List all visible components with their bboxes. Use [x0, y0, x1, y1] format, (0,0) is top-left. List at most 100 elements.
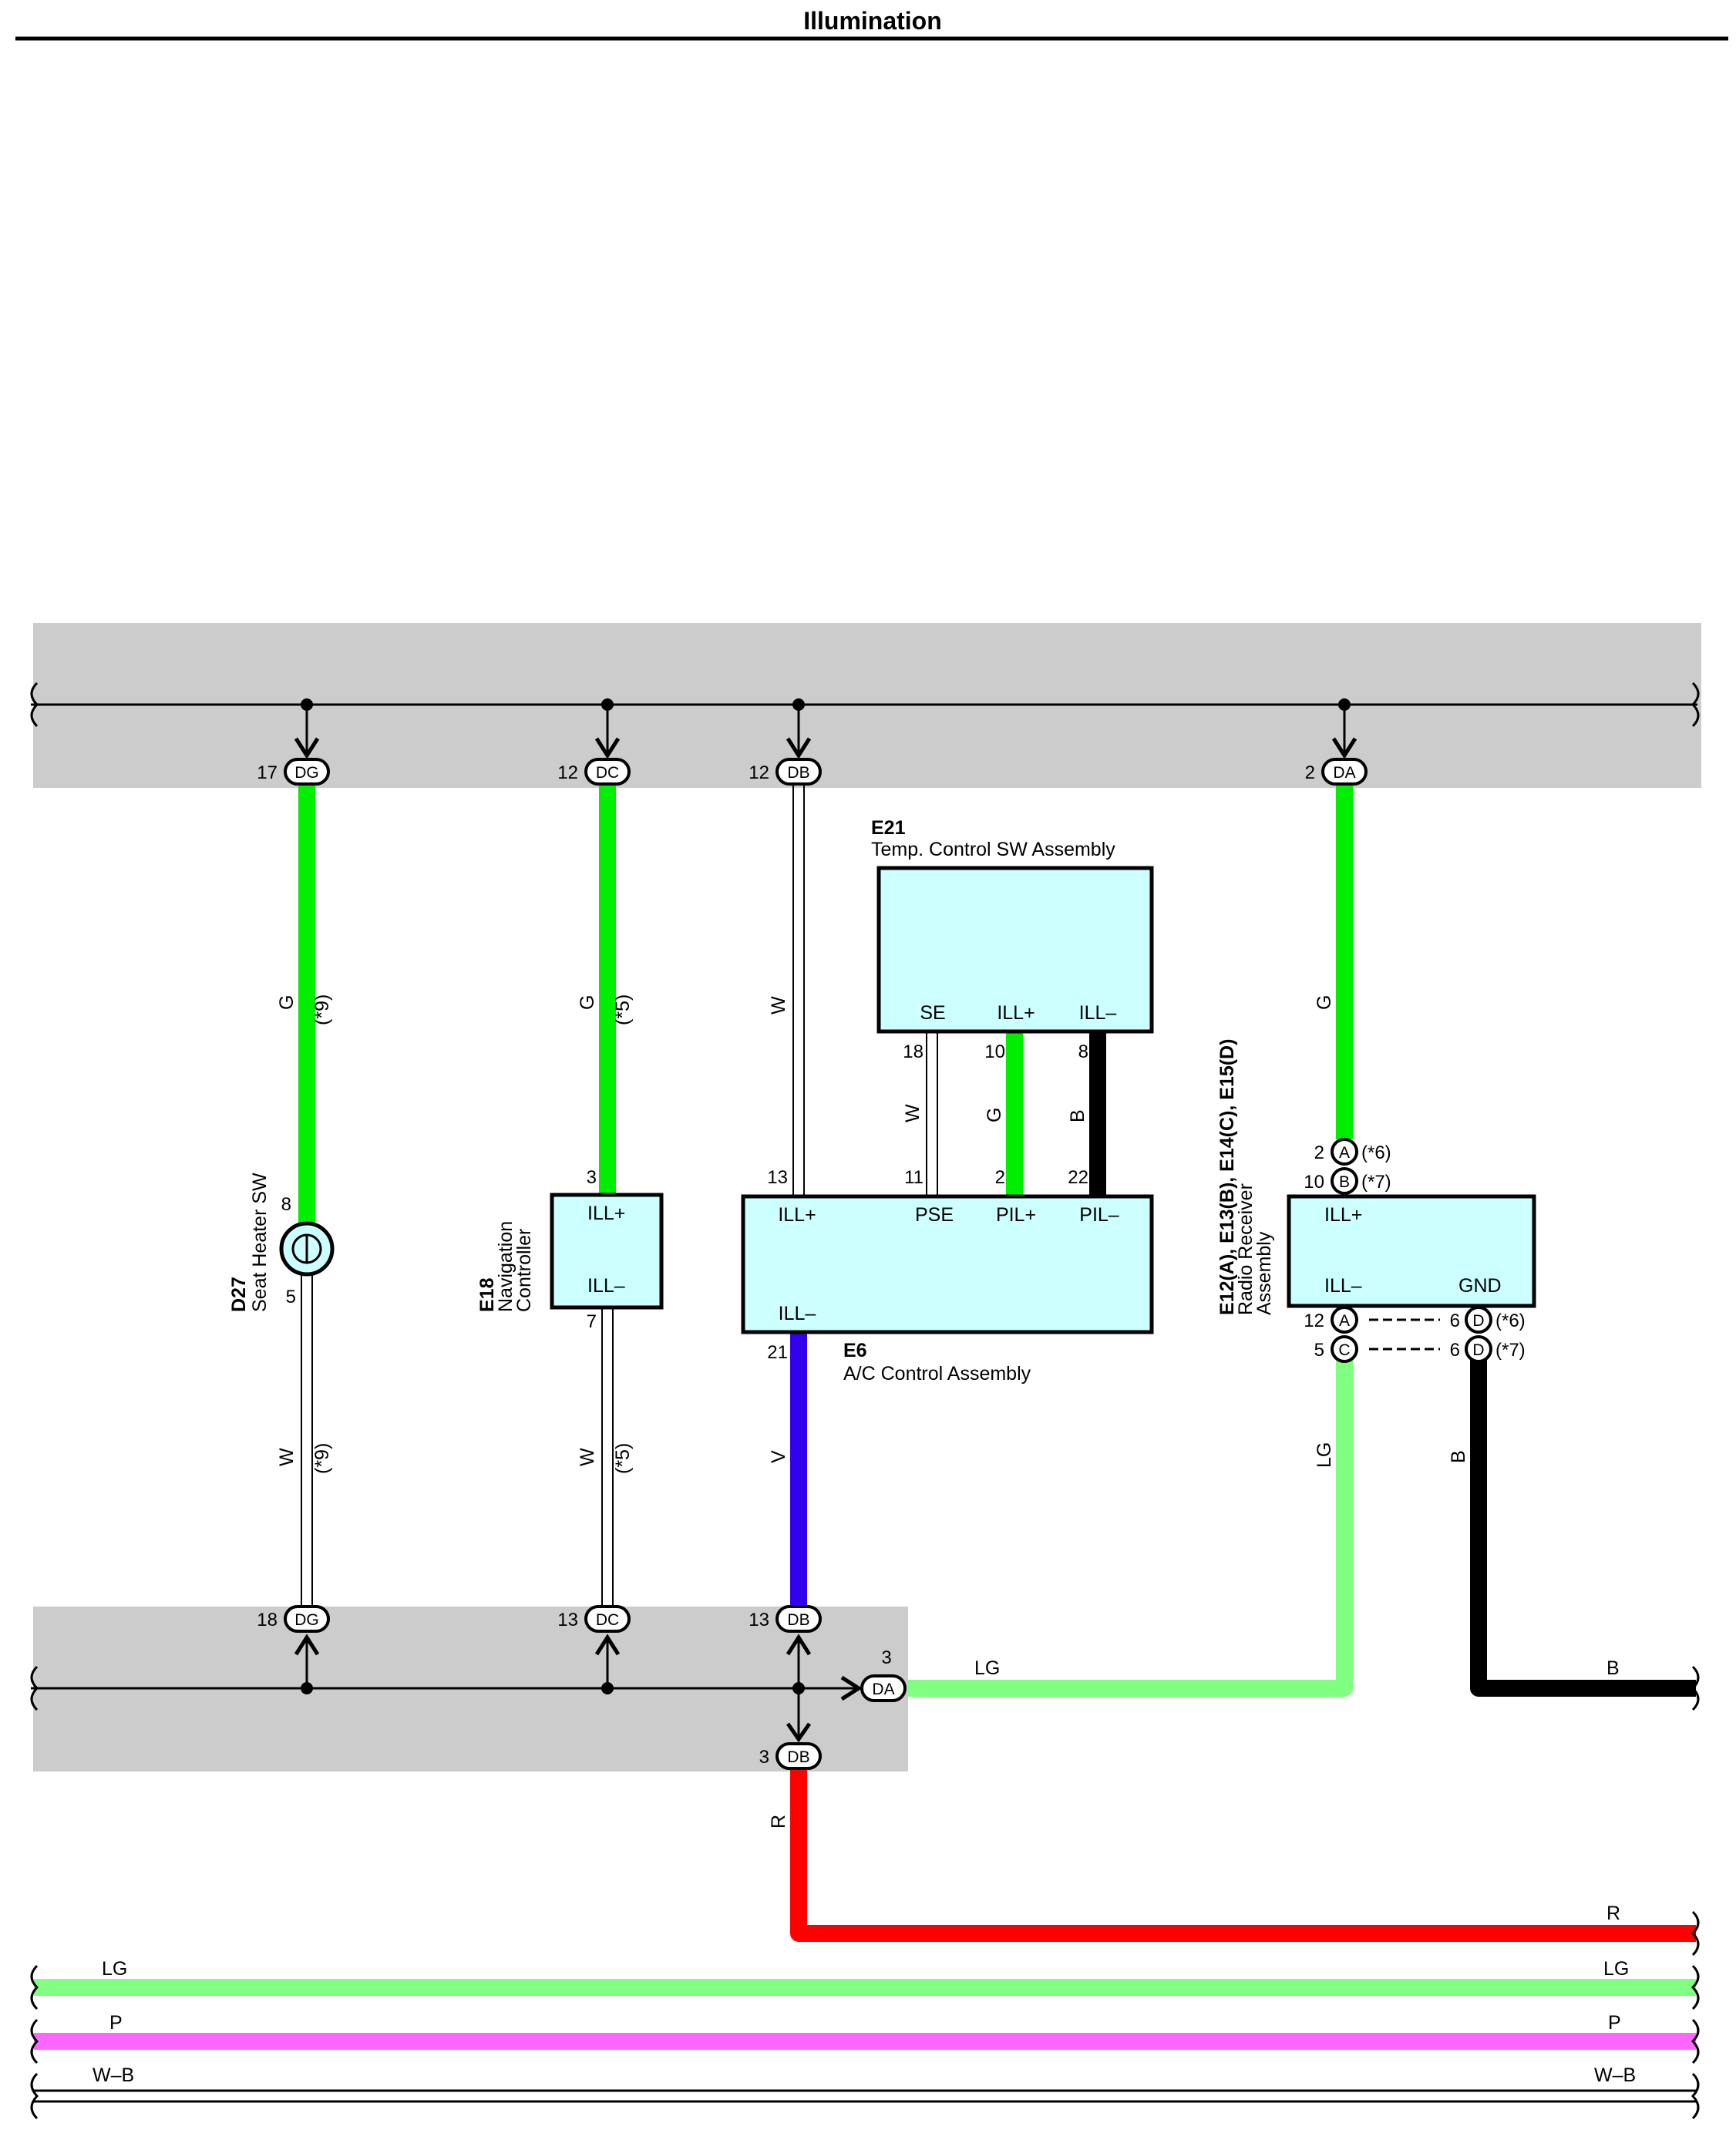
e21-temp-control-sw-assembly: E21 Temp. Control SW Assembly SE ILL+ IL…	[871, 817, 1154, 1062]
svg-text:W–B: W–B	[1594, 2064, 1636, 2086]
svg-text:W: W	[902, 1104, 924, 1122]
svg-text:Controller: Controller	[513, 1229, 535, 1312]
svg-text:ILL+: ILL+	[587, 1203, 625, 1224]
svg-text:ILL–: ILL–	[779, 1303, 816, 1324]
svg-text:12: 12	[1304, 1311, 1324, 1331]
svg-text:10: 10	[984, 1041, 1005, 1062]
svg-text:D: D	[1472, 1312, 1484, 1330]
svg-text:B: B	[1448, 1450, 1469, 1463]
svg-text:Seat Heater SW: Seat Heater SW	[249, 1173, 271, 1312]
svg-text:E18: E18	[476, 1277, 498, 1312]
svg-text:ILL+: ILL+	[1324, 1204, 1362, 1226]
svg-text:Radio Receiver: Radio Receiver	[1235, 1183, 1257, 1315]
svg-text:G: G	[577, 995, 598, 1010]
svg-text:LG: LG	[1603, 1958, 1629, 1980]
svg-text:R: R	[768, 1815, 789, 1829]
wire-radio-lightgreen	[908, 1358, 1353, 1697]
top-taps	[294, 698, 1358, 759]
svg-text:3: 3	[587, 1167, 597, 1188]
diagram-title: Illumination	[803, 7, 942, 35]
connector-bottom-da: DA 3	[860, 1647, 907, 1702]
svg-text:6: 6	[1450, 1311, 1460, 1331]
svg-text:3: 3	[881, 1647, 891, 1668]
svg-text:E6: E6	[843, 1340, 867, 1361]
svg-text:ILL–: ILL–	[1079, 1002, 1117, 1024]
svg-text:7: 7	[587, 1311, 597, 1332]
wire-db-white	[792, 786, 805, 1195]
svg-text:PSE: PSE	[915, 1204, 954, 1226]
svg-text:DB: DB	[787, 1748, 809, 1766]
svg-text:Navigation: Navigation	[495, 1221, 516, 1312]
svg-text:(*5): (*5)	[612, 1443, 634, 1474]
connector-top-dc: DC 12	[557, 758, 631, 786]
svg-text:DA: DA	[872, 1681, 894, 1698]
svg-text:DG: DG	[294, 1611, 319, 1629]
svg-text:LG: LG	[1314, 1442, 1335, 1468]
red-break	[1691, 1910, 1700, 1957]
svg-text:E21: E21	[871, 817, 906, 839]
svg-text:B: B	[1339, 1173, 1350, 1191]
connector-bottom-dg: DG 18	[257, 1605, 330, 1633]
svg-text:18: 18	[903, 1041, 924, 1062]
svg-text:D27: D27	[228, 1277, 250, 1312]
e6-ac-control-assembly: ILL+ PSE PIL+ PIL– ILL– 13 11 2 22 21 E6…	[741, 1167, 1154, 1385]
svg-text:DC: DC	[596, 1611, 619, 1629]
d27-seat-heater-sw: 8 5 D27 Seat Heater SW	[228, 1173, 335, 1312]
svg-text:17: 17	[257, 762, 278, 783]
wire-dg-white	[301, 1272, 313, 1613]
svg-text:(*7): (*7)	[1495, 1340, 1526, 1361]
top-bus-right-break	[1691, 681, 1700, 728]
svg-text:D: D	[1472, 1341, 1484, 1359]
connector-bottom-db: DB 13	[749, 1605, 822, 1633]
svg-text:W: W	[577, 1448, 598, 1466]
svg-text:(*9): (*9)	[311, 1443, 333, 1474]
svg-text:(*5): (*5)	[612, 994, 634, 1025]
svg-text:Temp. Control SW Assembly: Temp. Control SW Assembly	[871, 839, 1115, 860]
svg-text:LG: LG	[102, 1958, 127, 1980]
wire-dc-white	[601, 1307, 614, 1613]
svg-text:12: 12	[749, 762, 769, 783]
svg-text:A/C Control Assembly: A/C Control Assembly	[843, 1363, 1031, 1385]
svg-text:ILL+: ILL+	[778, 1204, 816, 1226]
svg-text:5: 5	[1314, 1340, 1324, 1361]
svg-text:2: 2	[1305, 762, 1315, 783]
svg-text:8: 8	[1078, 1041, 1088, 1062]
svg-text:B: B	[1067, 1109, 1088, 1122]
svg-text:12: 12	[557, 762, 578, 783]
bus-line-w-b: W–B W–B	[30, 2064, 1700, 2120]
svg-text:8: 8	[281, 1194, 291, 1215]
svg-text:2: 2	[995, 1167, 1005, 1188]
connector-top-dg: DG 17	[257, 758, 330, 786]
svg-text:B: B	[1606, 1657, 1620, 1679]
svg-text:GND: GND	[1458, 1275, 1502, 1297]
svg-text:LG: LG	[974, 1657, 1000, 1679]
svg-text:3: 3	[759, 1747, 769, 1768]
bus-line-p: P P	[30, 2012, 1700, 2064]
wire-gnd-black	[1470, 1358, 1696, 1697]
svg-text:C: C	[1338, 1341, 1350, 1359]
svg-text:R: R	[1606, 1903, 1620, 1924]
radio-receiver-assembly: ILL+ ILL– GND E12(A), E13(B), E14(C), E1…	[1216, 1039, 1536, 1363]
svg-text:DB: DB	[787, 1611, 809, 1629]
svg-text:G: G	[984, 1108, 1005, 1122]
connector-top-db: DB 12	[749, 758, 822, 786]
svg-text:G: G	[276, 995, 298, 1010]
svg-text:6: 6	[1450, 1340, 1460, 1361]
connector-top-da: DA 2	[1305, 758, 1368, 786]
svg-text:(*6): (*6)	[1361, 1142, 1391, 1163]
svg-text:2: 2	[1314, 1142, 1324, 1163]
svg-text:PIL+: PIL+	[996, 1204, 1036, 1226]
gnd-break	[1691, 1665, 1700, 1711]
svg-text:P: P	[1608, 2012, 1621, 2034]
svg-text:10: 10	[1304, 1172, 1324, 1193]
svg-text:ILL–: ILL–	[1324, 1275, 1362, 1297]
svg-text:PIL–: PIL–	[1079, 1204, 1119, 1226]
svg-text:18: 18	[257, 1610, 278, 1630]
svg-text:SE: SE	[920, 1002, 945, 1024]
svg-text:DB: DB	[787, 764, 809, 782]
svg-text:DC: DC	[596, 764, 619, 782]
svg-text:W–B: W–B	[93, 2064, 134, 2086]
svg-text:13: 13	[557, 1610, 578, 1630]
svg-text:(*7): (*7)	[1361, 1172, 1391, 1193]
